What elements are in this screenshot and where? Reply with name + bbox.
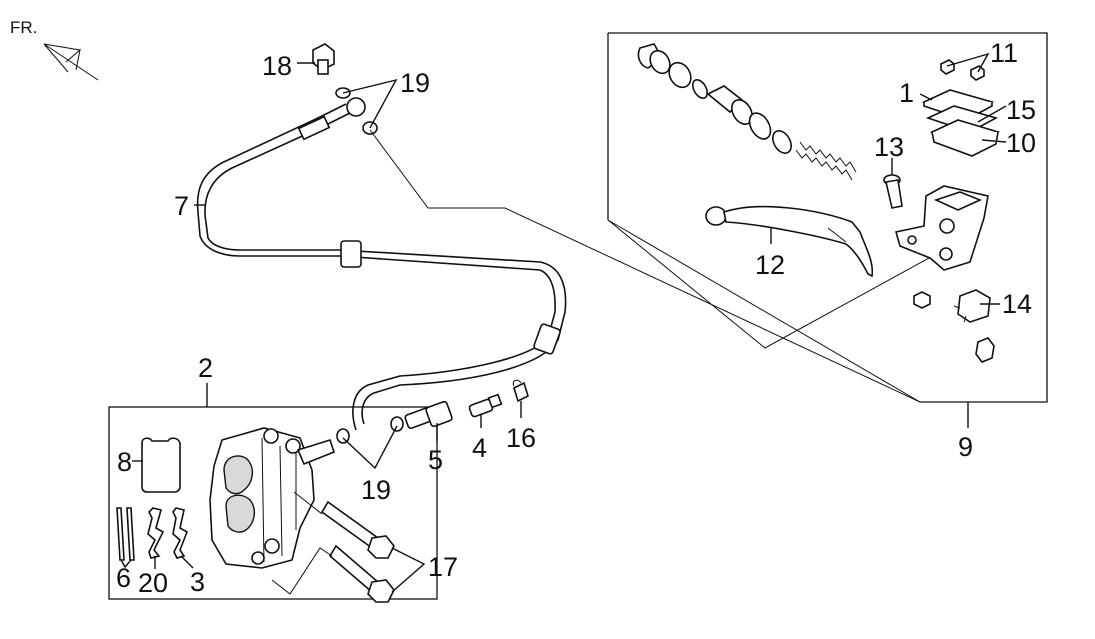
- master-cylinder-body-part: [894, 185, 989, 271]
- bleeder-part: [468, 393, 503, 418]
- brake-pad-part: [141, 437, 181, 493]
- callout-3: 3: [190, 567, 205, 597]
- callout-12: 12: [755, 250, 785, 280]
- caliper-part: [209, 427, 335, 569]
- switch-screw-part: [975, 337, 995, 363]
- leader-19-bottom: [342, 425, 398, 470]
- leader-6: [120, 559, 132, 569]
- front-direction-label: FR.: [10, 18, 37, 37]
- hose-routing-line: [369, 129, 921, 403]
- leader-17: [391, 547, 426, 593]
- master-cylinder-box: [608, 32, 1048, 403]
- leader-3: [180, 555, 194, 569]
- callout-11: 11: [990, 38, 1018, 68]
- callout-14: 14: [1002, 289, 1032, 319]
- brake-lever-part: [705, 205, 874, 278]
- spring-part: [147, 507, 165, 559]
- callout-8: 8: [117, 447, 132, 477]
- callout-4: 4: [472, 433, 487, 463]
- leader-11: [946, 52, 990, 73]
- pad-pin-part: [116, 507, 135, 561]
- callout-2: 2: [198, 353, 213, 383]
- spring-part: [172, 507, 188, 559]
- bleeder-cap-part: [512, 379, 529, 403]
- front-direction-indicator: FR.: [10, 18, 99, 81]
- bolt-line-bottom: [271, 547, 333, 595]
- pivot-bolt-part: [883, 174, 903, 209]
- diaphragm-part: [929, 119, 1001, 157]
- bolt-line-top: [293, 491, 323, 515]
- callout-5: 5: [428, 445, 443, 475]
- caliper-box: [108, 406, 438, 600]
- callout-19-top: 19: [400, 68, 430, 98]
- master-cylinder-box-leader: [607, 219, 941, 349]
- brake-switch-part: [953, 289, 991, 323]
- washer-part: [390, 416, 404, 432]
- callout-10: 10: [1006, 128, 1036, 158]
- callout-18: 18: [262, 51, 292, 81]
- front-arrow-icon: [43, 43, 99, 81]
- callout-15: 15: [1006, 95, 1036, 125]
- callout-9: 9: [958, 432, 973, 462]
- brake-hose-part: [196, 97, 567, 431]
- leader-15: [977, 105, 1007, 123]
- fitting-part: [404, 400, 453, 429]
- leader-10: [981, 139, 1007, 143]
- nut-part: [913, 291, 931, 309]
- callout-19-bottom: 19: [361, 475, 391, 505]
- caliper-bolt-part: [320, 500, 395, 603]
- callout-13: 13: [874, 132, 904, 162]
- piston-assembly-part: [637, 43, 792, 154]
- banjo-bolt-part: [312, 43, 335, 75]
- return-spring-part: [795, 141, 857, 181]
- callout-16: 16: [506, 423, 536, 453]
- callout-20: 20: [138, 568, 168, 598]
- box-bottom-leader: [607, 219, 921, 403]
- cover-screw-part: [940, 59, 985, 81]
- callout-1: 1: [899, 78, 914, 108]
- leader-1: [919, 93, 933, 101]
- callout-7: 7: [174, 191, 189, 221]
- callout-6: 6: [116, 563, 131, 593]
- washer-part: [336, 428, 350, 444]
- leader-19-top: [342, 78, 398, 129]
- callout-17: 17: [428, 552, 458, 582]
